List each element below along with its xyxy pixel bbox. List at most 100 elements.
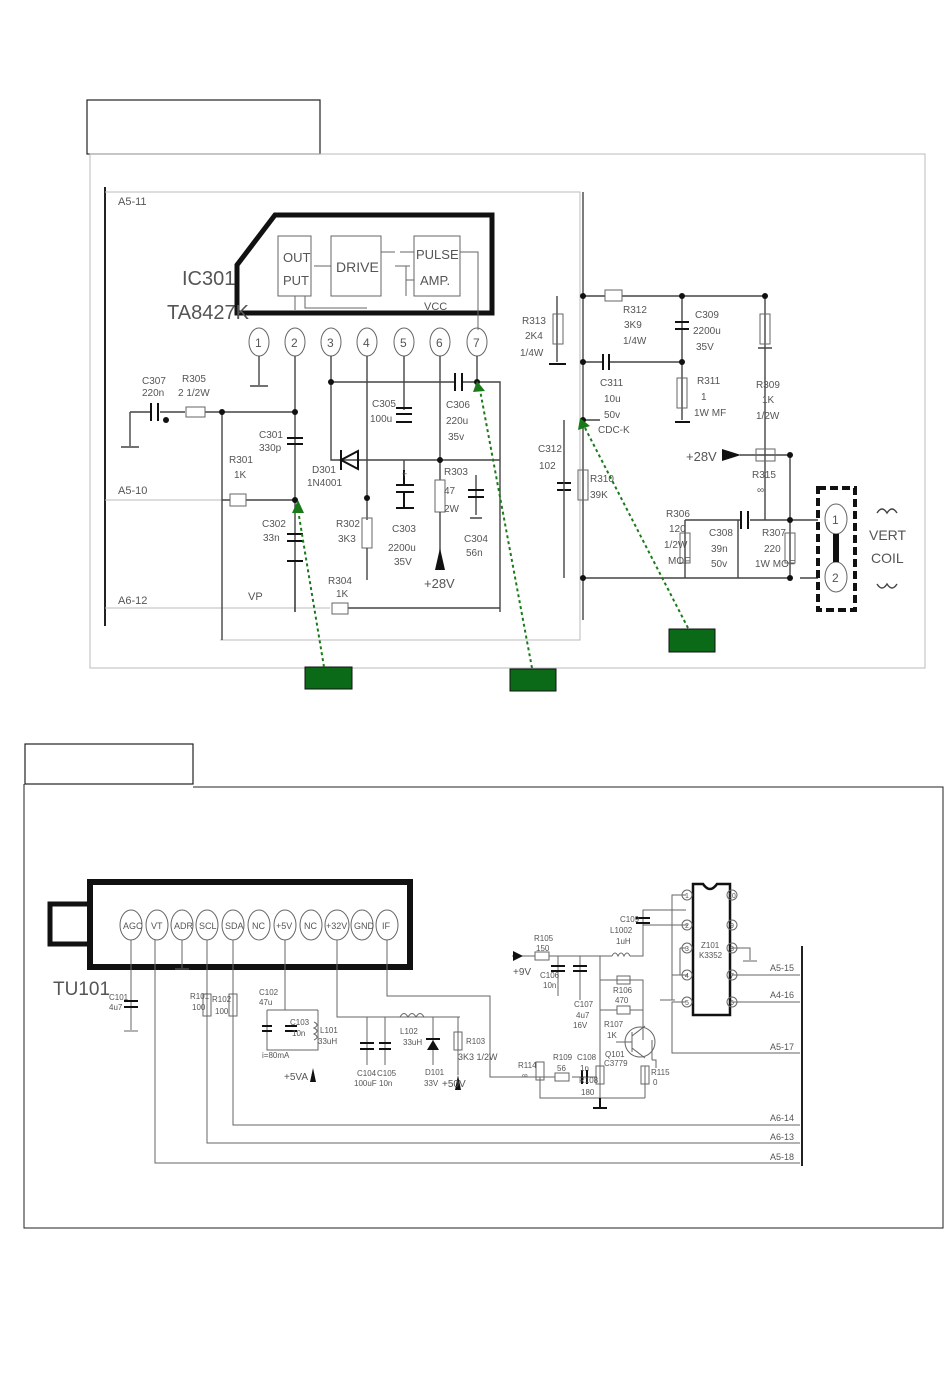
- svg-text:33V: 33V: [424, 1079, 439, 1088]
- amp-block-label: AMP.: [420, 273, 450, 288]
- svg-text:2 1/2W: 2 1/2W: [178, 388, 210, 399]
- tuner-pin-nc: NC: [247, 909, 271, 941]
- svg-text:∞: ∞: [522, 1071, 528, 1080]
- output-block-label2: PUT: [283, 273, 309, 288]
- svg-text:33uH: 33uH: [318, 1037, 337, 1046]
- svg-text:L102: L102: [400, 1027, 418, 1036]
- svg-text:6: 6: [436, 336, 443, 350]
- svg-text:R106: R106: [613, 986, 633, 995]
- svg-text:1: 1: [832, 513, 839, 527]
- svg-text:3K9: 3K9: [624, 320, 642, 331]
- ic-pin: 5: [393, 327, 415, 357]
- svg-text:C305: C305: [372, 399, 396, 410]
- svg-text:1W MF: 1W MF: [694, 408, 726, 419]
- svg-text:C312: C312: [538, 444, 562, 455]
- svg-text:100: 100: [215, 1007, 229, 1016]
- tuner-section: TU101 AGC VT ADR SCL SDA NC +5V NC +32V …: [23, 743, 944, 1229]
- svg-text:35v: 35v: [448, 432, 464, 443]
- svg-text:2200u: 2200u: [388, 543, 416, 554]
- svg-text:1/4W: 1/4W: [623, 336, 647, 347]
- tuner-pin-sda: SDA: [221, 909, 245, 941]
- svg-text:35V: 35V: [696, 342, 714, 353]
- svg-text:1/2W: 1/2W: [756, 411, 780, 422]
- svg-text:C307: C307: [142, 376, 166, 387]
- output-block-label1: OUT: [283, 250, 311, 265]
- svg-text:4u7: 4u7: [109, 1003, 123, 1012]
- svg-text:100: 100: [192, 1003, 206, 1012]
- svg-text:1/2W: 1/2W: [664, 540, 688, 551]
- svg-text:3: 3: [685, 946, 689, 953]
- svg-text:2: 2: [291, 336, 298, 350]
- tuner-frame: [23, 784, 944, 1229]
- svg-text:1: 1: [255, 336, 262, 350]
- svg-text:R115: R115: [651, 1068, 670, 1077]
- svg-text:3K3: 3K3: [338, 534, 356, 545]
- svg-text:+5V: +5V: [276, 921, 292, 931]
- svg-text:10: 10: [728, 893, 736, 900]
- vertical-title-box: [86, 99, 321, 155]
- svg-text:1N4001: 1N4001: [307, 478, 342, 489]
- svg-text:10u: 10u: [604, 394, 621, 405]
- svg-text:AGC: AGC: [123, 921, 143, 931]
- svg-text:C103: C103: [290, 1018, 310, 1027]
- vertical-components: C307 220n R305 2 1/2W C301 330p R301 1K …: [142, 289, 796, 615]
- tuner-components: C101 4u7 R101 100 R102 100 C102 47u C103…: [109, 915, 670, 1109]
- net-label-a5-11: A5-11: [118, 196, 147, 208]
- svg-text:1W MOF: 1W MOF: [755, 559, 795, 570]
- ic301-pins: 1 2 3 4 5 6 7: [248, 327, 488, 357]
- svg-text:A5-18: A5-18: [770, 1152, 794, 1162]
- vertical-frame: [89, 153, 926, 669]
- svg-text:IF: IF: [382, 921, 391, 931]
- svg-text:1K: 1K: [336, 589, 349, 600]
- svg-text:R315: R315: [752, 470, 776, 481]
- svg-text:8: 8: [730, 946, 734, 953]
- svg-text:39n: 39n: [711, 544, 728, 555]
- supply-9v: +9V: [513, 967, 531, 978]
- svg-text:C108: C108: [577, 1053, 597, 1062]
- svg-text:1/4W: 1/4W: [520, 348, 544, 359]
- svg-text:R307: R307: [762, 528, 786, 539]
- svg-text:C106: C106: [540, 971, 560, 980]
- svg-text:33n: 33n: [263, 533, 280, 544]
- tuner-pin-if: IF: [375, 909, 399, 941]
- z101-filter: Z101 K3352 1 2 3 4 5 6 7 8 9 10: [681, 882, 738, 1017]
- svg-text:50v: 50v: [604, 410, 620, 421]
- callout-arrows: [292, 381, 716, 692]
- svg-text:CDC-K: CDC-K: [598, 425, 630, 436]
- callout-box: [668, 628, 716, 653]
- ic-pin: 3: [320, 327, 342, 357]
- svg-text:C311: C311: [600, 378, 624, 389]
- svg-text:SCL: SCL: [199, 921, 217, 931]
- svg-text:C102: C102: [259, 988, 279, 997]
- svg-text:C105: C105: [377, 1069, 397, 1078]
- svg-text:56: 56: [557, 1064, 566, 1073]
- svg-text:100uF: 100uF: [354, 1079, 377, 1088]
- svg-text:0: 0: [653, 1078, 658, 1087]
- svg-text:5: 5: [685, 1000, 689, 1007]
- svg-text:R311: R311: [697, 376, 721, 387]
- tuner-pins: AGC VT ADR SCL SDA NC +5V NC +32V GND IF: [119, 909, 399, 941]
- svg-text:SDA: SDA: [225, 921, 244, 931]
- svg-text:16V: 16V: [573, 1021, 588, 1030]
- callout-box: [304, 666, 353, 690]
- svg-text:2200u: 2200u: [693, 326, 721, 337]
- svg-text:C301: C301: [259, 430, 283, 441]
- svg-text:1n: 1n: [580, 1064, 589, 1073]
- svg-text:D301: D301: [312, 465, 336, 476]
- svg-text:33uH: 33uH: [403, 1038, 422, 1047]
- svg-text:R312: R312: [623, 305, 647, 316]
- vert-coil-label1: VERT: [869, 527, 907, 543]
- svg-text:R305: R305: [182, 374, 206, 385]
- svg-text:C107: C107: [574, 1000, 594, 1009]
- pulse-amp-block: [413, 235, 461, 297]
- svg-text:C302: C302: [262, 519, 286, 530]
- svg-text:C109: C109: [620, 915, 640, 924]
- svg-text:47: 47: [444, 486, 456, 497]
- vertical-wiring: [121, 192, 818, 640]
- svg-text:50v: 50v: [711, 559, 727, 570]
- tuner-pin-scl: SCL: [195, 909, 219, 941]
- svg-text:C104: C104: [357, 1069, 377, 1078]
- svg-text:R303: R303: [444, 467, 468, 478]
- svg-text:330p: 330p: [259, 443, 282, 454]
- svg-text:A6-14: A6-14: [770, 1113, 794, 1123]
